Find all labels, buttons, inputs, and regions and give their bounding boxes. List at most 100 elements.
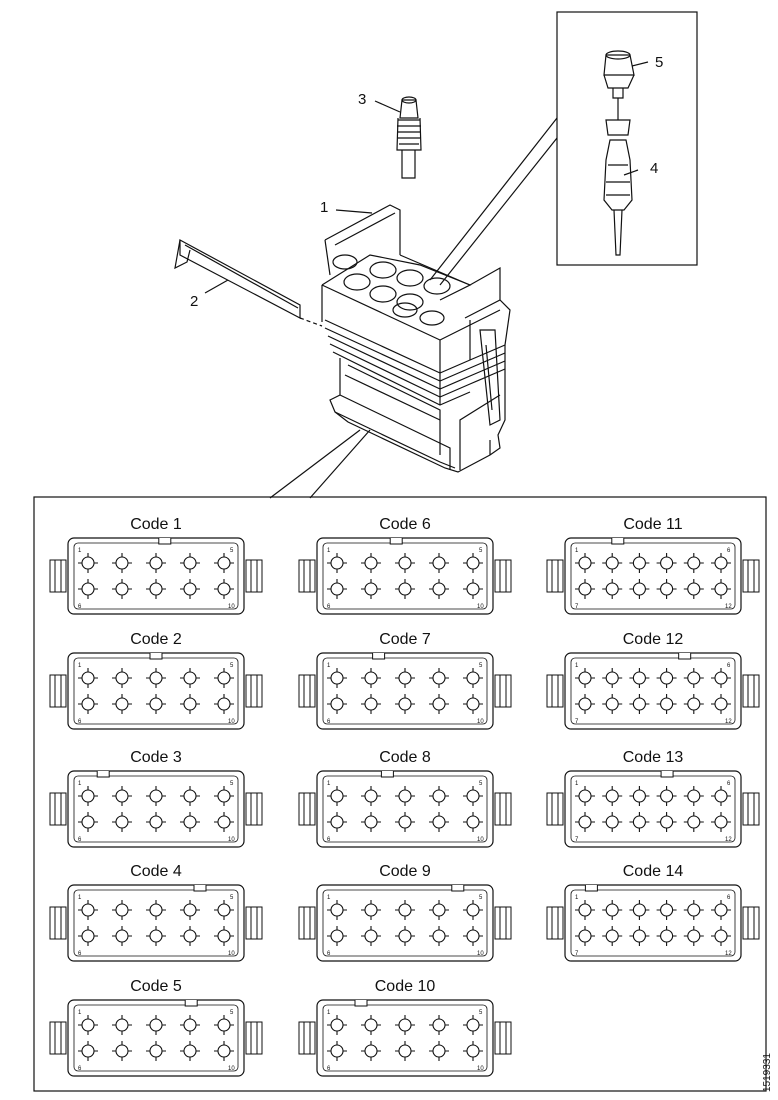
connector-face: [564, 537, 742, 615]
pin-cavity: [711, 694, 731, 714]
pin-cavity: [683, 900, 704, 920]
pin-number-bottom-right: 10: [477, 1066, 484, 1072]
pin-cavity: [361, 812, 381, 832]
pin-cavity: [429, 926, 449, 946]
pin-cavity: [146, 786, 166, 806]
connector-inner-face: [322, 775, 488, 843]
connector-face: [564, 652, 742, 730]
pin-cavity: [327, 1041, 347, 1061]
pin-cavity: [146, 926, 166, 946]
pin-number-top-left: 1: [327, 1010, 331, 1016]
right-latch: [494, 674, 512, 708]
connector-inner-face: [73, 775, 239, 843]
pin-number-bottom-right: 10: [477, 951, 484, 957]
pin-cavity: [78, 926, 98, 946]
connector-face: [316, 537, 494, 615]
code-title: Code 3: [130, 749, 182, 766]
connector-inner-face: [73, 657, 239, 725]
pin-number-bottom-right: 10: [228, 604, 235, 610]
pin-cavity: [575, 786, 595, 806]
pin-cavity: [656, 694, 677, 714]
pin-cavity: [361, 694, 381, 714]
pin-cavity: [112, 668, 132, 688]
pin-cavity: [361, 786, 381, 806]
right-latch: [494, 559, 512, 593]
pin-number-top-right: 6: [727, 895, 731, 901]
pin-cavity: [463, 579, 483, 599]
pin-number-bottom-right: 12: [725, 719, 732, 725]
left-latch: [298, 792, 316, 826]
pin-number-bottom-left: 6: [78, 951, 82, 957]
pin-number-top-left: 1: [575, 895, 579, 901]
pin-cavity: [711, 812, 731, 832]
pin-cavity: [683, 812, 704, 832]
pin-cavity: [429, 786, 449, 806]
pin-cavity: [429, 812, 449, 832]
pin-cavity: [146, 812, 166, 832]
pin-cavity: [463, 900, 483, 920]
pin-cavity: [429, 1015, 449, 1035]
pin-number-top-right: 5: [230, 548, 234, 554]
code-title: Code 10: [375, 978, 436, 995]
pin-cavity: [395, 812, 415, 832]
pin-number-bottom-left: 7: [575, 719, 579, 725]
connector-housing-assembly: [321, 204, 511, 473]
pin-cavity: [361, 1041, 381, 1061]
pin-cavity: [429, 668, 449, 688]
pin-number-top-right: 5: [479, 895, 483, 901]
left-latch: [49, 1021, 67, 1055]
pin-cavity: [429, 900, 449, 920]
pin-number-bottom-left: 6: [327, 951, 331, 957]
pin-cavity: [395, 1015, 415, 1035]
pin-cavity: [575, 694, 595, 714]
figure-id: 1519331: [762, 1053, 773, 1092]
left-latch: [49, 792, 67, 826]
pin-number-top-left: 1: [327, 548, 331, 554]
pin-cavity: [112, 786, 132, 806]
connector-inner-face: [73, 889, 239, 957]
right-latch: [245, 1021, 263, 1055]
pin-number-top-right: 5: [479, 781, 483, 787]
pin-number-bottom-right: 10: [228, 1066, 235, 1072]
keying-notch: [184, 1000, 198, 1007]
pin-number-bottom-right: 10: [477, 837, 484, 843]
right-latch: [245, 674, 263, 708]
pin-cavity: [146, 1015, 166, 1035]
pin-cavity: [327, 926, 347, 946]
terminal-detail-inset: [429, 11, 698, 286]
pin-number-top-left: 1: [327, 895, 331, 901]
code-title: Code 13: [623, 749, 684, 766]
pin-number-bottom-left: 6: [78, 1066, 82, 1072]
pin-number-top-right: 5: [230, 663, 234, 669]
keying-notch: [678, 653, 692, 660]
pin-cavity: [602, 786, 623, 806]
connector-inner-face: [322, 657, 488, 725]
pin-cavity: [629, 812, 650, 832]
keying-notch: [193, 885, 207, 892]
left-latch: [49, 559, 67, 593]
pin-cavity: [112, 553, 132, 573]
pin-number-top-left: 1: [78, 895, 82, 901]
pin-cavity: [180, 579, 200, 599]
pin-number-top-right: 5: [230, 895, 234, 901]
pin-number-bottom-left: 7: [575, 837, 579, 843]
pin-cavity: [146, 900, 166, 920]
pin-cavity: [602, 668, 623, 688]
pin-number-top-left: 1: [78, 1010, 82, 1016]
pin-cavity: [361, 579, 381, 599]
pin-cavity: [711, 579, 731, 599]
code-title: Code 5: [130, 978, 182, 995]
pin-cavity: [395, 668, 415, 688]
pin-cavity: [602, 553, 623, 573]
pin-cavity: [78, 579, 98, 599]
right-latch: [494, 906, 512, 940]
pin-cavity: [327, 900, 347, 920]
pin-cavity: [629, 553, 650, 573]
